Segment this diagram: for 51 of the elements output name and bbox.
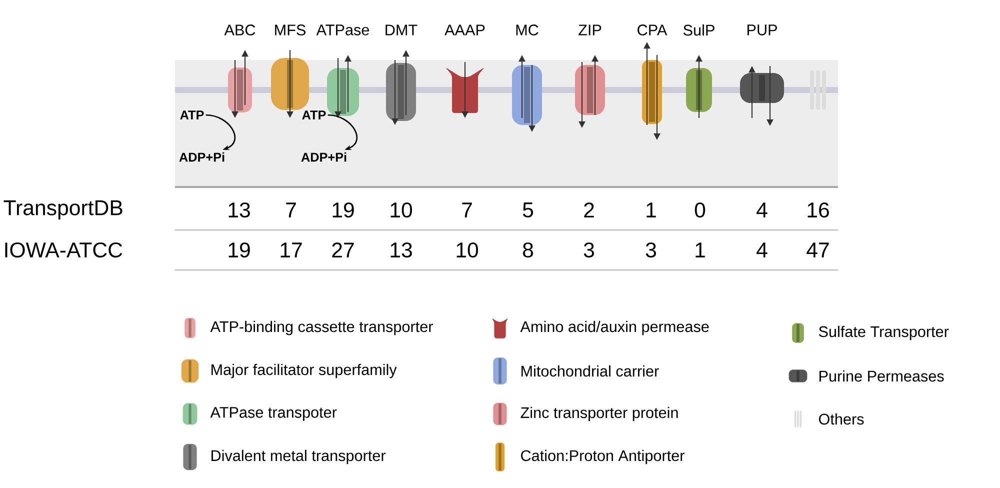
count-cell: 2	[584, 202, 594, 218]
reaction-label: ATP	[302, 110, 326, 120]
count-cell: 1	[646, 202, 656, 218]
transporter-name: CPA	[638, 24, 668, 36]
count-cell: 5	[522, 202, 534, 218]
legend-label: Divalent metal transporter	[212, 450, 386, 464]
count-cell: 27	[332, 242, 354, 258]
curved-arrow	[328, 114, 358, 150]
reaction-label: ADP+Pi	[301, 152, 346, 162]
transporter-name: ABC	[224, 24, 256, 36]
count-cell: 10	[456, 242, 478, 258]
count-cell: 13	[390, 242, 412, 258]
legend-label: ATPase transpoter	[210, 407, 337, 421]
transporter-name: MC	[516, 24, 538, 36]
count-cell: 3	[646, 242, 656, 258]
count-cell: 19	[228, 242, 250, 258]
count-cell: 10	[390, 202, 412, 218]
legend-label: Purine Permeases	[820, 370, 944, 382]
legend-label: Major facilitator superfamily	[212, 364, 397, 378]
reaction-label: ADP+Pi	[179, 152, 224, 162]
count-cell: 47	[806, 242, 829, 258]
transporter-name: PUP	[748, 24, 777, 36]
transporter-name: AAAP	[444, 24, 485, 36]
row-header: IOWA-ATCC	[5, 242, 122, 258]
count-cell: 17	[280, 242, 302, 258]
count-cell: 8	[523, 242, 533, 258]
count-cell: 0	[694, 202, 706, 218]
legend-label: Zinc transporter protein	[520, 406, 678, 422]
transporter-name: ATPase	[316, 24, 370, 36]
curved-arrow	[206, 114, 236, 150]
count-cell: 16	[808, 202, 829, 218]
count-cell: 7	[286, 202, 296, 218]
transporter-name: MFS	[275, 24, 306, 36]
legend-label: Sulfate Transporter	[818, 326, 949, 340]
count-cell: 4	[756, 242, 768, 258]
legend-label: Others	[819, 413, 864, 425]
transporter-name: DMT	[386, 24, 418, 36]
transporter-name: ZIP	[578, 24, 602, 36]
transporter-name: SulP	[684, 24, 714, 36]
row-header: TransportDB	[4, 200, 122, 220]
count-cell: 7	[462, 202, 472, 218]
legend-label: Cation:Proton Antiporter	[521, 450, 684, 464]
reaction-label: ATP	[180, 110, 204, 120]
count-cell: 19	[332, 202, 354, 218]
count-cell: 3	[584, 242, 594, 258]
count-cell: 13	[228, 202, 250, 218]
legend-label: Mitochondrial carrier	[522, 365, 659, 377]
legend-label: ATP-binding cassette transporter	[210, 320, 433, 336]
legend-label: Amino acid/auxin permease	[520, 320, 709, 336]
count-cell: 1	[696, 242, 705, 258]
count-cell: 4	[756, 202, 768, 218]
